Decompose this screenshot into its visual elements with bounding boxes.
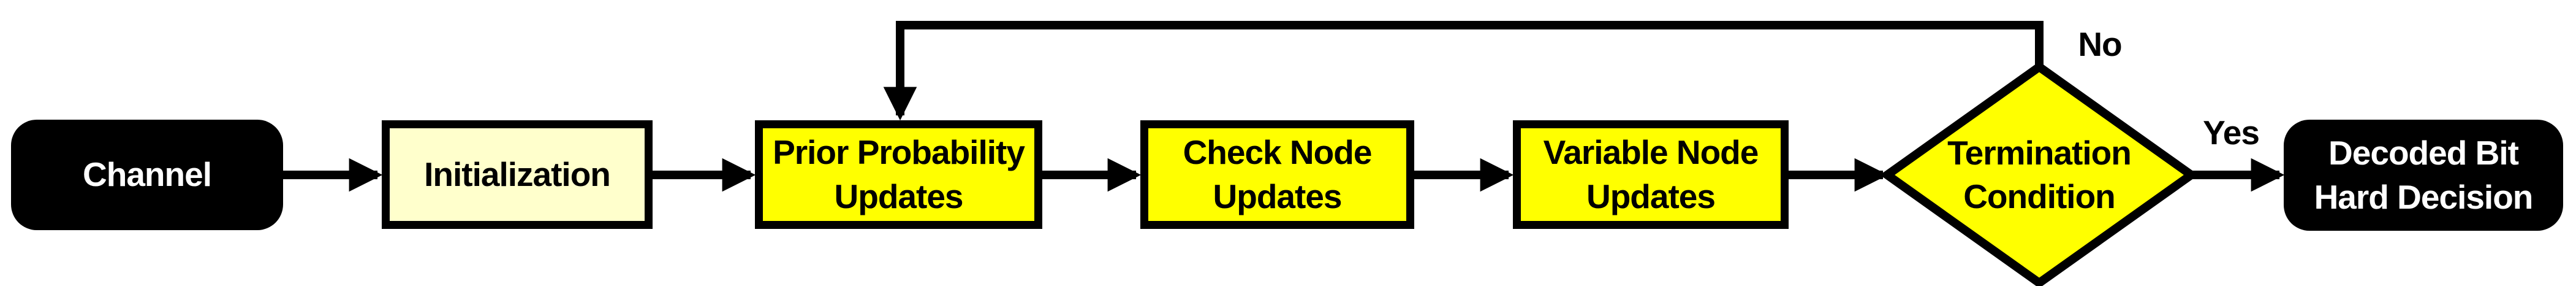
prior-probability-updates-node: Prior Probability Updates (755, 120, 1042, 229)
feedback-arrow-no-to-prior (883, 21, 2044, 121)
yes-edge-label: Yes (2203, 114, 2260, 152)
channel-node: Channel (11, 120, 283, 230)
check-node-updates-node: Check Node Updates (1140, 120, 1414, 229)
termination-condition-label: Termination Condition (1947, 133, 2132, 216)
no-edge-label: No (2078, 25, 2122, 63)
prior-probability-updates-label: Prior Probability Updates (773, 133, 1025, 215)
channel-node-label: Channel (83, 155, 212, 194)
variable-node-updates-label: Variable Node Updates (1543, 133, 1759, 215)
check-node-updates-label: Check Node Updates (1183, 133, 1373, 215)
variable-node-updates-node: Variable Node Updates (1513, 120, 1789, 229)
initialization-node-label: Initialization (424, 155, 611, 193)
initialization-node: Initialization (382, 120, 653, 229)
termination-condition-diamond: Termination Condition (1917, 123, 2162, 227)
decoded-bit-hard-decision-node: Decoded Bit Hard Decision (2284, 120, 2563, 231)
termination-diamond-shape (1879, 61, 2199, 286)
decoded-bit-hard-decision-label: Decoded Bit Hard Decision (2314, 134, 2534, 216)
